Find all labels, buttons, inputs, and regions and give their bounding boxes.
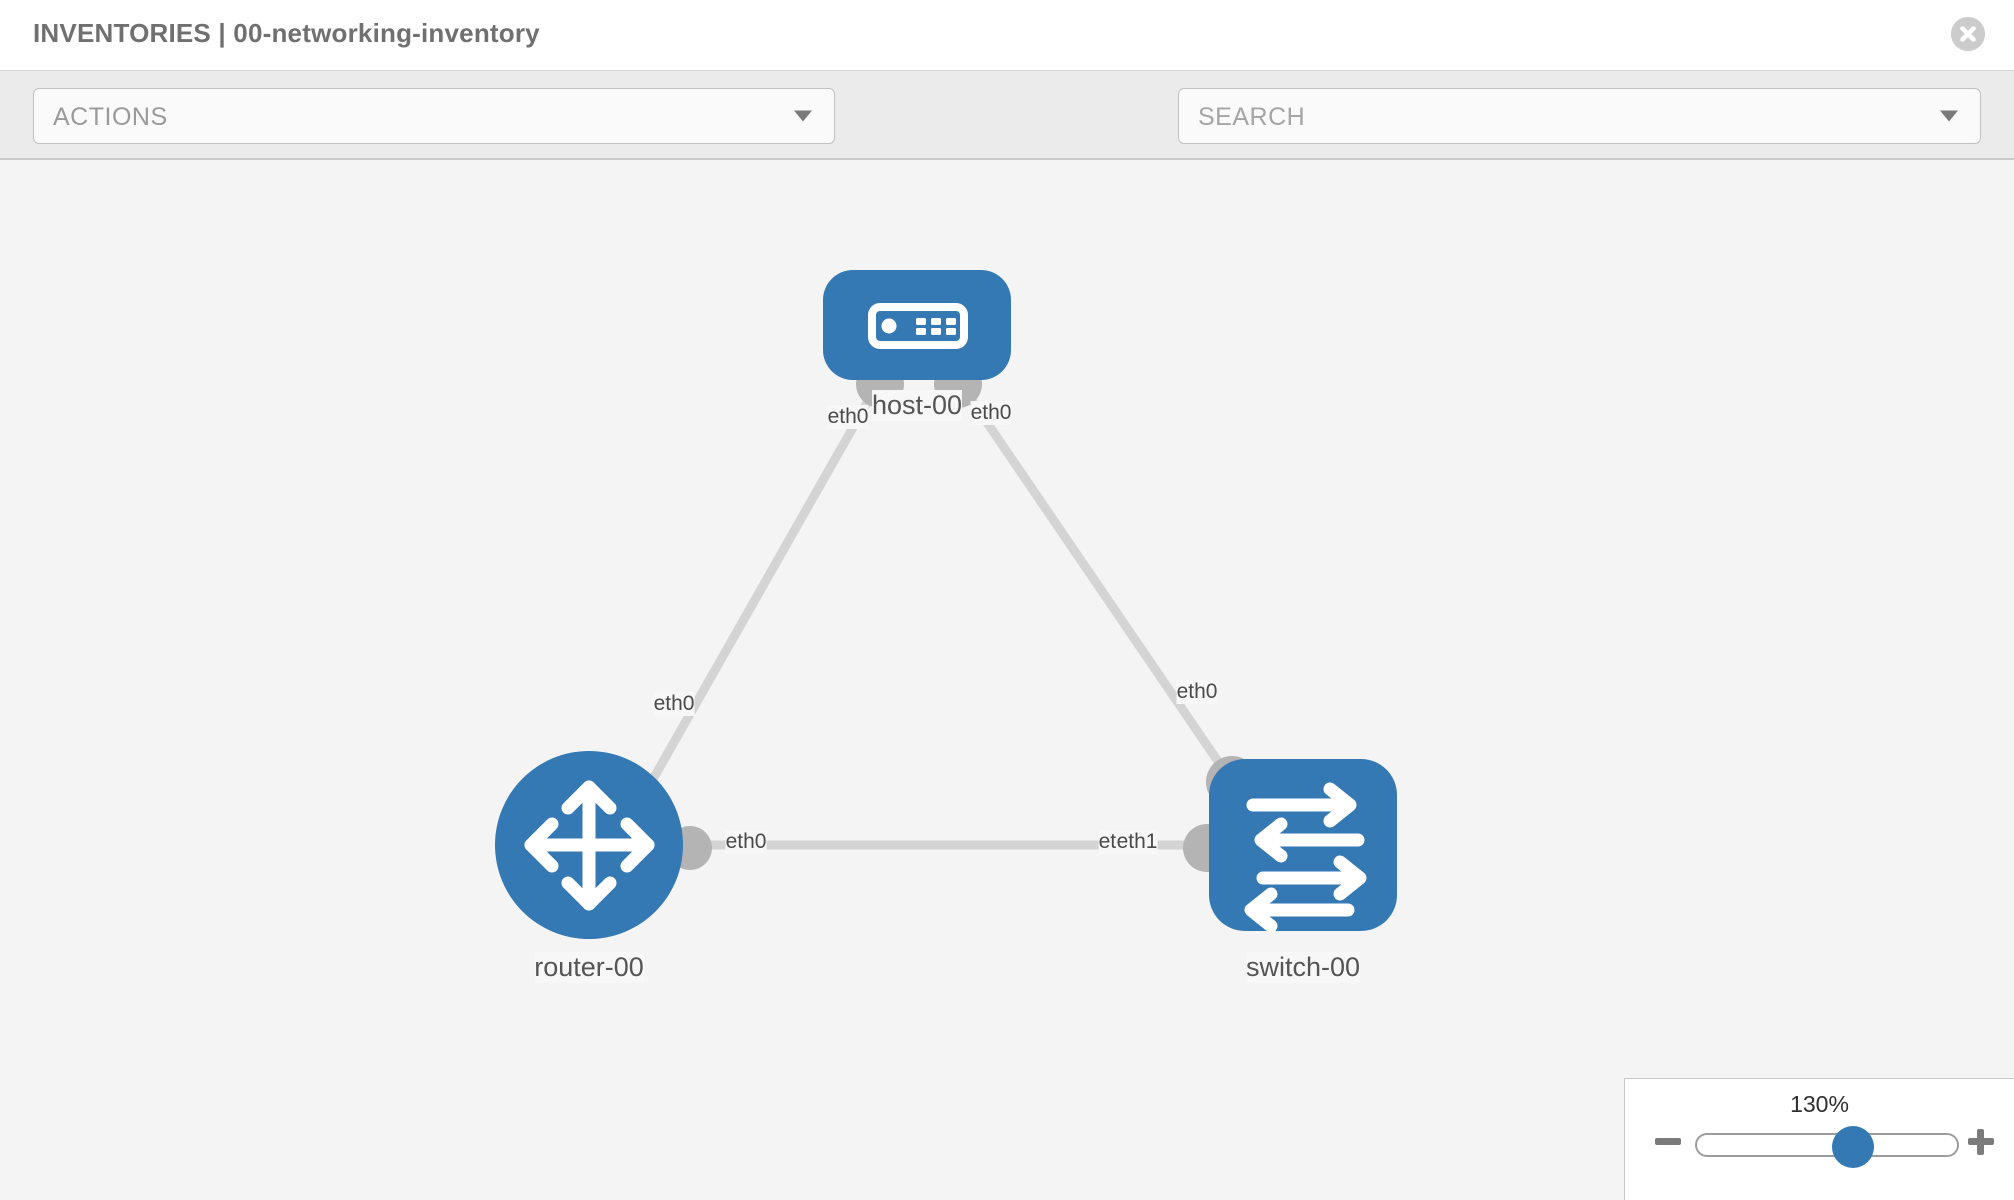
zoom-slider-thumb[interactable] [1832,1126,1874,1168]
chevron-down-icon [794,110,812,122]
chevron-down-icon[interactable] [1940,110,1958,122]
port-label: eth0 [970,401,1012,425]
zoom-slider[interactable] [1695,1126,1959,1168]
port-label: eth0 [653,692,695,716]
zoom-percent-label: 130% [1790,1091,1849,1117]
search-placeholder: SEARCH [1198,103,1306,131]
server-icon-details [881,318,956,335]
edge-host00-switch00 [954,377,1236,785]
router-icon [524,780,655,911]
plus-icon [1968,1129,1994,1155]
topology-graph [495,270,1397,939]
port-label: eth1 [1116,830,1158,854]
port-label: eth0 [827,405,869,429]
node-router-00 [495,751,683,939]
search-input[interactable]: SEARCH [1178,88,1981,144]
actions-dropdown-label: ACTIONS [53,103,168,131]
node-switch-00 [1209,759,1397,933]
actions-dropdown[interactable]: ACTIONS [33,88,835,144]
minus-icon [1655,1138,1681,1145]
server-icon [868,303,968,349]
node-host-00 [823,270,1011,380]
page-header: INVENTORIES | 00-networking-inventory [0,0,2014,70]
node-label-router-00: router-00 [534,952,644,983]
node-label-host-00: host-00 [871,390,963,421]
edge-host00-router00 [636,377,884,805]
port-label: eth0 [1176,680,1218,704]
close-icon[interactable] [1951,17,1985,51]
page-title: INVENTORIES | 00-networking-inventory [33,18,540,48]
port-label: eth0 [725,830,767,854]
switch-icon [1244,782,1367,933]
toolbar: ACTIONS SEARCH [0,70,2014,201]
topology-canvas[interactable]: eth0 eth0 eth0 eth0 eth0 eth0 eth1 host-… [0,162,2014,1200]
zoom-out-button[interactable] [1653,1127,1683,1157]
zoom-in-button[interactable] [1966,1127,1996,1157]
node-label-switch-00: switch-00 [1245,952,1361,983]
port-connectors [668,360,1258,872]
zoom-control-panel: 130% [1624,1078,2014,1200]
